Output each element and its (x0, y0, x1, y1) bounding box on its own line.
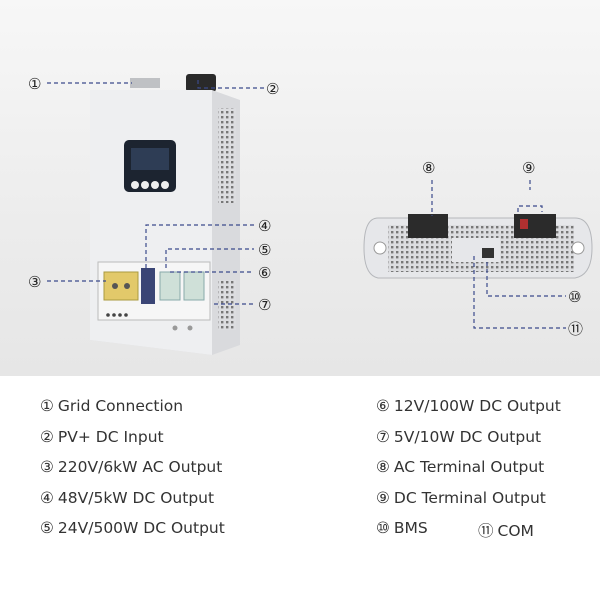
callout-7: ⑦ (258, 296, 271, 314)
unit-bottom-view (363, 214, 593, 279)
callout-3: ③ (28, 273, 41, 291)
callout-6: ⑥ (258, 264, 271, 282)
callout-4: ④ (258, 217, 271, 235)
device-diagram: ① ② ③ ④ ⑤ ⑥ ⑦ ⑧ ⑨ ⑩ ⑪ (28, 74, 593, 355)
legend-panel (0, 376, 600, 600)
callout-10: ⑩ (568, 288, 581, 306)
callout-5: ⑤ (258, 241, 271, 259)
callout-markers: ① ② ③ ④ ⑤ ⑥ ⑦ ⑧ ⑨ ⑩ ⑪ (28, 75, 583, 338)
callout-2: ② (266, 80, 279, 98)
callout-11: ⑪ (568, 320, 583, 338)
inverter-unit (90, 74, 240, 355)
callout-lines (47, 80, 566, 329)
callout-8: ⑧ (422, 159, 435, 177)
callout-9: ⑨ (522, 159, 535, 177)
callout-1: ① (28, 75, 41, 93)
